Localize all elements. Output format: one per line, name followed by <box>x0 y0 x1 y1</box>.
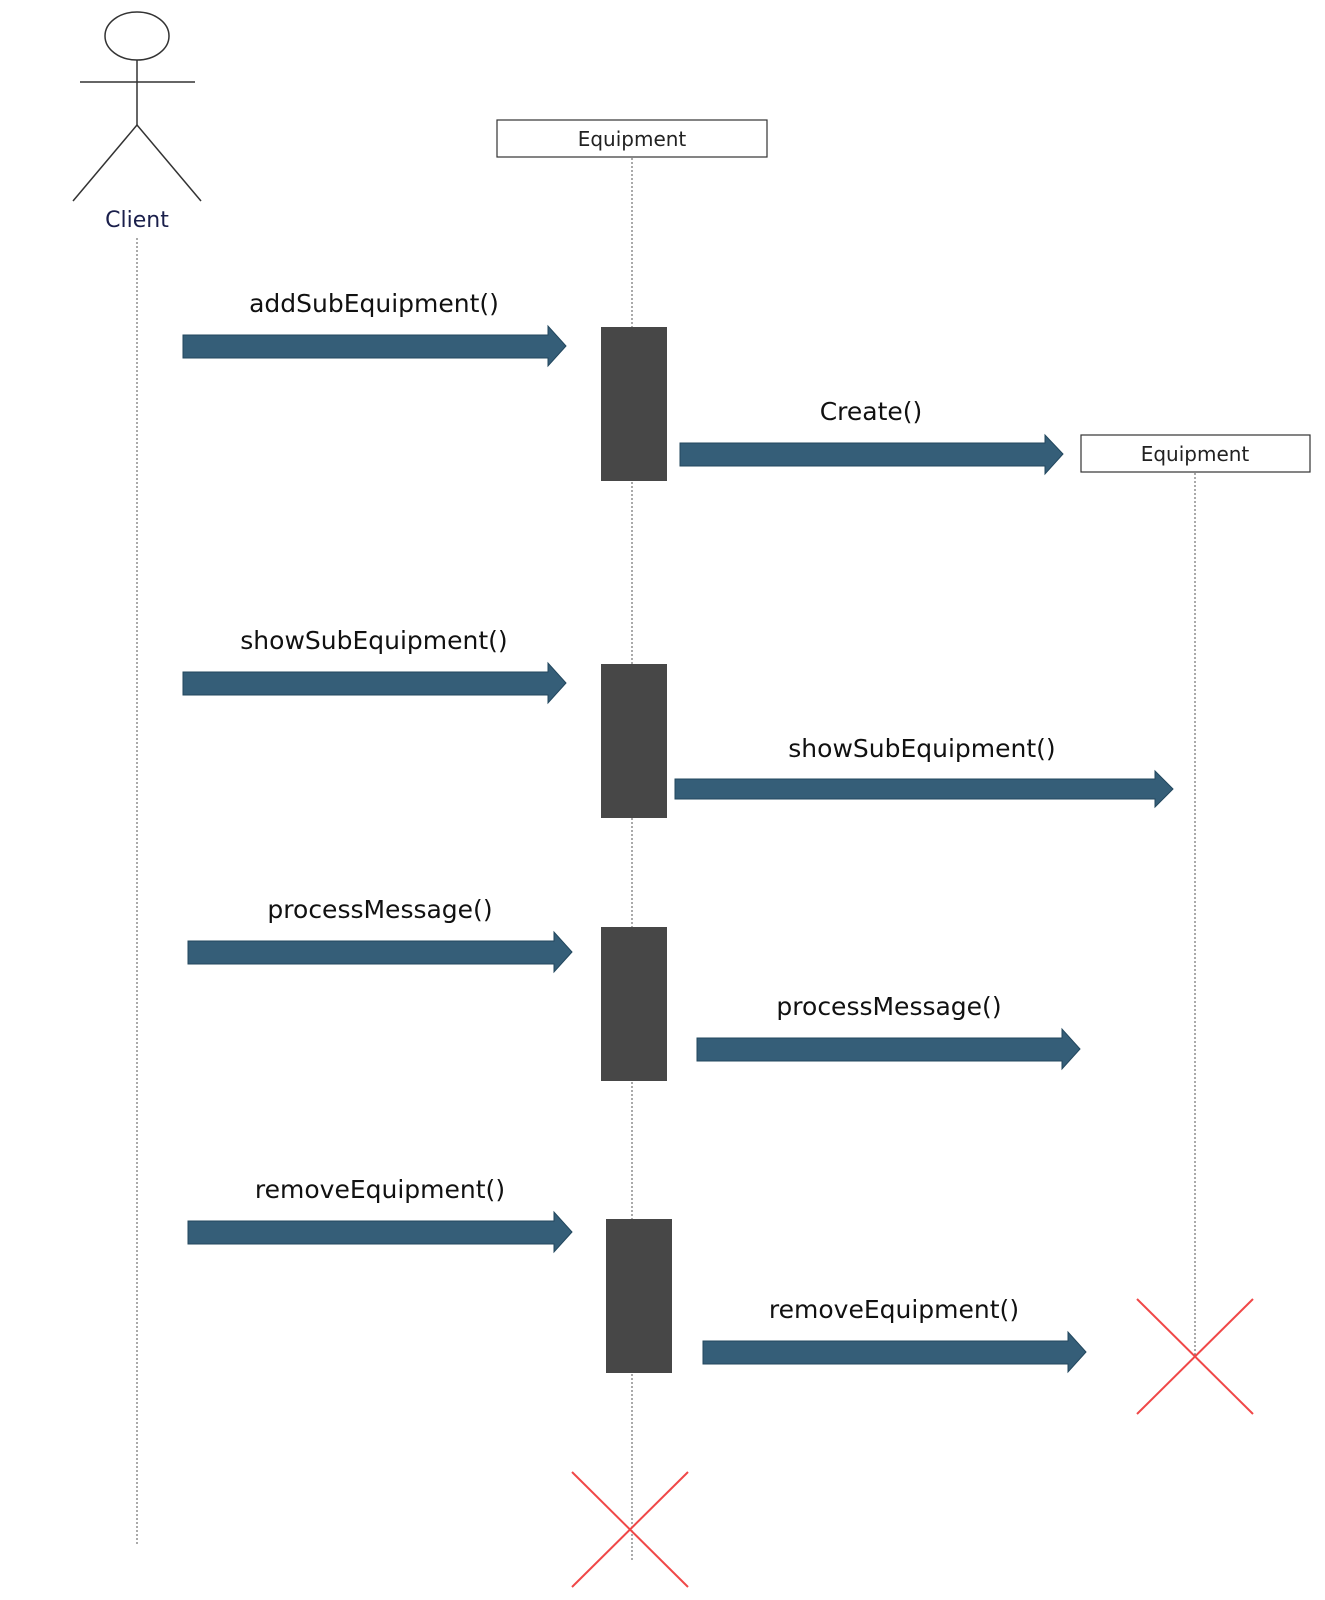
message-label-4: showSubEquipment() <box>788 734 1055 763</box>
message-label-7: removeEquipment() <box>255 1175 505 1204</box>
equipment-object-label: Equipment <box>578 127 687 151</box>
message-arrow-4 <box>674 769 1174 809</box>
actor-label: Client <box>105 208 169 233</box>
sub-equipment-destroy-marker <box>1136 1298 1254 1415</box>
equipment-destroy-marker <box>571 1471 689 1588</box>
message-arrow-6 <box>696 1027 1081 1071</box>
message-label-6: processMessage() <box>776 992 1001 1021</box>
activation-bar-1 <box>601 327 667 481</box>
activation-bar-3 <box>601 927 667 1081</box>
message-label-3: showSubEquipment() <box>240 626 507 655</box>
sub-equipment-object: Equipment <box>1080 434 1311 473</box>
equipment-object: Equipment <box>496 119 768 158</box>
activation-bar-2 <box>601 664 667 818</box>
message-arrow-2 <box>679 433 1064 476</box>
message-arrow-7 <box>187 1210 573 1254</box>
actor-left-leg <box>72 124 138 202</box>
message-arrow-3 <box>182 661 567 705</box>
message-label-1: addSubEquipment() <box>249 289 499 318</box>
message-arrow-5 <box>187 930 573 974</box>
message-label-8: removeEquipment() <box>769 1295 1019 1324</box>
message-arrow-1 <box>182 324 567 368</box>
actor-right-leg <box>136 124 202 202</box>
message-arrow-8 <box>702 1330 1087 1374</box>
sub-equipment-object-label: Equipment <box>1141 442 1250 466</box>
sub-equipment-object-box <box>1080 434 1311 473</box>
message-label-2: Create() <box>820 397 923 426</box>
actor-head <box>104 11 170 61</box>
message-label-5: processMessage() <box>267 895 492 924</box>
equipment-object-box <box>496 119 768 158</box>
activation-bar-4 <box>606 1219 672 1373</box>
client-actor: Client <box>72 11 202 233</box>
